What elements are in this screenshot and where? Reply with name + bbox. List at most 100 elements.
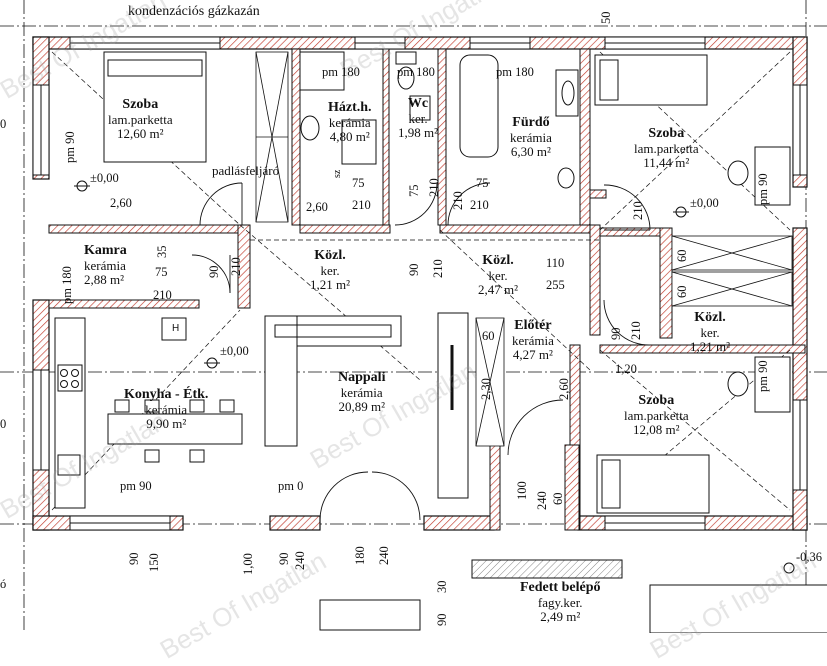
- dimension-label: 2,60: [110, 196, 132, 210]
- room-name: Fürdő: [512, 115, 550, 130]
- dimension-label: 110: [546, 256, 565, 270]
- dimension-label: 90: [127, 552, 141, 566]
- room-name: Szoba: [122, 97, 159, 112]
- room-floor: lam.parketta: [624, 407, 689, 423]
- dimension-label: 90: [407, 263, 421, 277]
- furniture: [54, 51, 827, 633]
- room-area: 20,89 m²: [338, 399, 385, 415]
- room-floor: ker.: [320, 262, 340, 278]
- inner-walls: [48, 48, 806, 531]
- room-kozl-2: Közl. ker. 2,47 m²: [478, 253, 518, 298]
- dimension-label: 2,30: [479, 378, 493, 400]
- cabinet-label: sz: [332, 169, 343, 178]
- parapet-label: pm 180: [496, 65, 534, 79]
- floor-plan-drawing: [0, 0, 827, 633]
- dimension-label: 60: [675, 249, 689, 263]
- dimension-label: 60: [482, 329, 495, 343]
- room-area: 2,88 m²: [84, 272, 125, 288]
- level-label: ±0,00: [220, 344, 249, 358]
- dimension-label: ó: [0, 577, 7, 591]
- dimension-label: 35: [155, 245, 169, 259]
- room-fedett-belepo: Fedett belépő fagy.ker. 2,49 m²: [520, 580, 600, 625]
- room-kamra: Kamra kerámia 2,88 m²: [84, 243, 127, 288]
- dimension-label: 75: [352, 176, 365, 190]
- room-floor: ker.: [700, 324, 720, 340]
- room-konyha: Konyha - Étk. kerámia 9,90 m²: [124, 387, 208, 432]
- dimension-label: 60: [675, 285, 689, 299]
- room-nappali: Nappali kerámia 20,89 m²: [338, 370, 385, 415]
- parapet-label: pm 90: [756, 173, 770, 205]
- dimension-label: 240: [377, 546, 391, 565]
- dimension-label: 150: [147, 553, 161, 572]
- room-area: 9,90 m²: [146, 416, 187, 432]
- room-floor: lam.parketta: [108, 111, 173, 127]
- dimension-label: 255: [546, 278, 565, 292]
- parapet-label: pm 180: [322, 65, 360, 79]
- level-label: ±0,00: [690, 196, 719, 210]
- dimension-label: 210: [431, 259, 445, 278]
- room-szoba-3: Szoba lam.parketta 12,08 m²: [624, 393, 689, 438]
- dimension-label: 50: [599, 11, 613, 25]
- room-kozl-3: Közl. ker. 1,21 m²: [690, 310, 730, 355]
- room-name: Kamra: [84, 243, 127, 258]
- room-kozl-1: Közl. ker. 1,21 m²: [310, 248, 350, 293]
- room-name: Előtér: [514, 318, 552, 333]
- room-area: 1,21 m²: [690, 339, 731, 355]
- dimension-label: 100: [515, 481, 529, 500]
- room-area: 6,30 m²: [510, 144, 551, 160]
- parapet-label: pm 180: [60, 266, 74, 304]
- room-area: 1,98 m²: [398, 125, 439, 141]
- dimension-label: 90: [609, 327, 623, 341]
- dimension-label: 30: [435, 580, 449, 594]
- dimension-label: 210: [451, 191, 465, 210]
- room-furdo: Fürdő kerámia 6,30 m²: [510, 115, 552, 160]
- dimension-label: 180: [353, 546, 367, 565]
- dimension-label: 0: [0, 417, 7, 431]
- room-name: Közl.: [314, 248, 346, 263]
- room-floor: kerámia: [340, 384, 383, 400]
- room-floor: ker.: [488, 267, 508, 283]
- room-name: Közl.: [694, 310, 726, 325]
- dimension-label: 75: [407, 184, 421, 198]
- dimension-label: 210: [427, 178, 441, 197]
- windows: [32, 36, 808, 531]
- parapet-label: pm 0: [278, 479, 304, 493]
- dimension-label: 75: [476, 176, 489, 190]
- room-area: 1,21 m²: [310, 277, 351, 293]
- room-name: Konyha - Étk.: [124, 387, 209, 402]
- parapet-label: pm 90: [120, 479, 152, 493]
- dimension-label: 75: [155, 265, 168, 279]
- dimension-label: 2,60: [557, 378, 571, 400]
- room-floor: kerámia: [512, 332, 554, 348]
- room-area: 2,49 m²: [540, 609, 581, 625]
- dimension-label: 2,60: [306, 200, 328, 214]
- room-floor: kerámia: [510, 129, 552, 145]
- attic-access-label: padlásfeljáró: [212, 163, 280, 178]
- room-floor: lam.parketta: [634, 140, 699, 156]
- dimension-label: 60: [551, 492, 565, 506]
- dimension-label: 210: [153, 288, 172, 302]
- room-eloter: Előtér kerámia 4,27 m²: [512, 318, 554, 363]
- room-floor: fagy.ker.: [537, 594, 583, 610]
- dimension-label: 1,20: [615, 362, 637, 376]
- room-floor: kerámia: [145, 401, 188, 417]
- dimension-label: 240: [293, 551, 307, 570]
- dimension-label: 210: [229, 257, 243, 276]
- room-szoba-2: Szoba lam.parketta 11,44 m²: [634, 126, 699, 171]
- room-name: Szoba: [638, 393, 675, 408]
- room-area: 4,27 m²: [512, 347, 553, 363]
- room-name: Wc: [407, 96, 429, 111]
- wardrobes: [255, 51, 793, 447]
- parapet-label: pm 180: [397, 65, 435, 79]
- dimension-label: 210: [470, 198, 489, 212]
- fridge-label: H: [172, 323, 180, 334]
- room-name: Házt.h.: [328, 100, 372, 115]
- boiler-note: kondenzációs gázkazán: [128, 4, 260, 19]
- parapet-label: pm 90: [756, 360, 770, 392]
- room-area: 12,60 m²: [117, 126, 164, 142]
- dimension-label: 1,00: [241, 553, 255, 575]
- room-szoba-1: Szoba lam.parketta 12,60 m²: [108, 97, 173, 142]
- room-wc: Wc ker. 1,98 m²: [398, 96, 438, 141]
- parapet-label: pm 90: [63, 131, 77, 163]
- dimension-label: 210: [629, 321, 643, 340]
